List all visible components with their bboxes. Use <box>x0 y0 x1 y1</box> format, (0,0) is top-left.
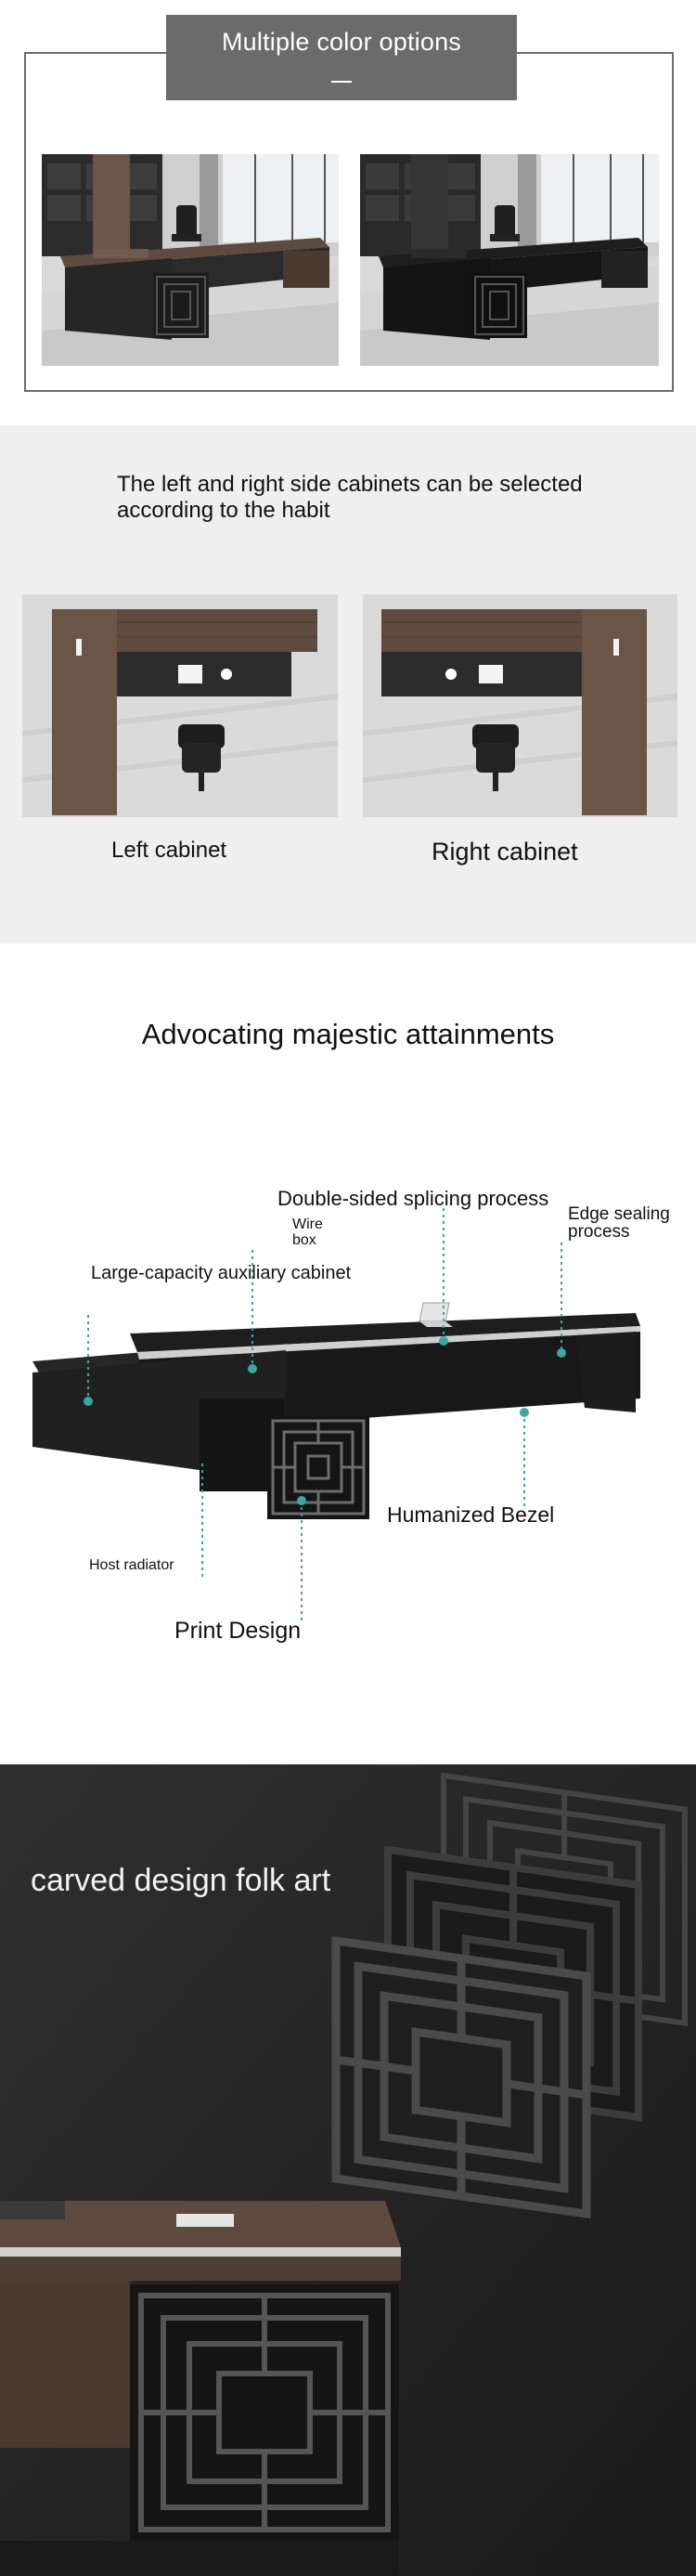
carved-panels-illustration <box>0 1764 696 2576</box>
features-heading: Advocating majestic attainments <box>141 1018 555 1050</box>
cabinet-options-section: The left and right side cabinets can be … <box>0 425 696 943</box>
color-options-section: Multiple color options <box>0 0 696 420</box>
callout-aux-cabinet: Large-capacity auxiliary cabinet <box>91 1263 352 1283</box>
callout-double-sided-splicing: Double-sided splicing process <box>277 1187 549 1210</box>
carved-design-section: carved design folk art <box>0 1764 696 2576</box>
color-options-heading: Multiple color options <box>221 28 462 56</box>
callout-edge-sealing: Edge sealing process <box>568 1204 670 1242</box>
desk-photo-black <box>360 154 659 366</box>
cabinet-options-heading: The left and right side cabinets can be … <box>117 472 583 523</box>
carved-design-heading: carved design folk art <box>31 1863 331 1898</box>
callout-humanized-bezel: Humanized Bezel <box>387 1503 555 1527</box>
color-options-heading-tag: Multiple color options <box>166 15 517 100</box>
callout-wire-box: Wire box <box>292 1216 323 1248</box>
desk-photo-wood <box>42 154 339 366</box>
left-cabinet-photo <box>22 594 338 817</box>
callout-leaders <box>84 1208 566 1621</box>
left-cabinet-label: Left cabinet <box>111 838 227 863</box>
callout-host-radiator: Host radiator <box>89 1557 174 1573</box>
callout-print-design: Print Design <box>174 1618 302 1644</box>
features-section: Advocating majestic attainments <box>0 943 696 1764</box>
fretwork-panel <box>267 1415 369 1519</box>
heading-underline <box>331 81 352 83</box>
right-cabinet-photo <box>363 594 677 817</box>
right-cabinet-label: Right cabinet <box>432 838 578 865</box>
